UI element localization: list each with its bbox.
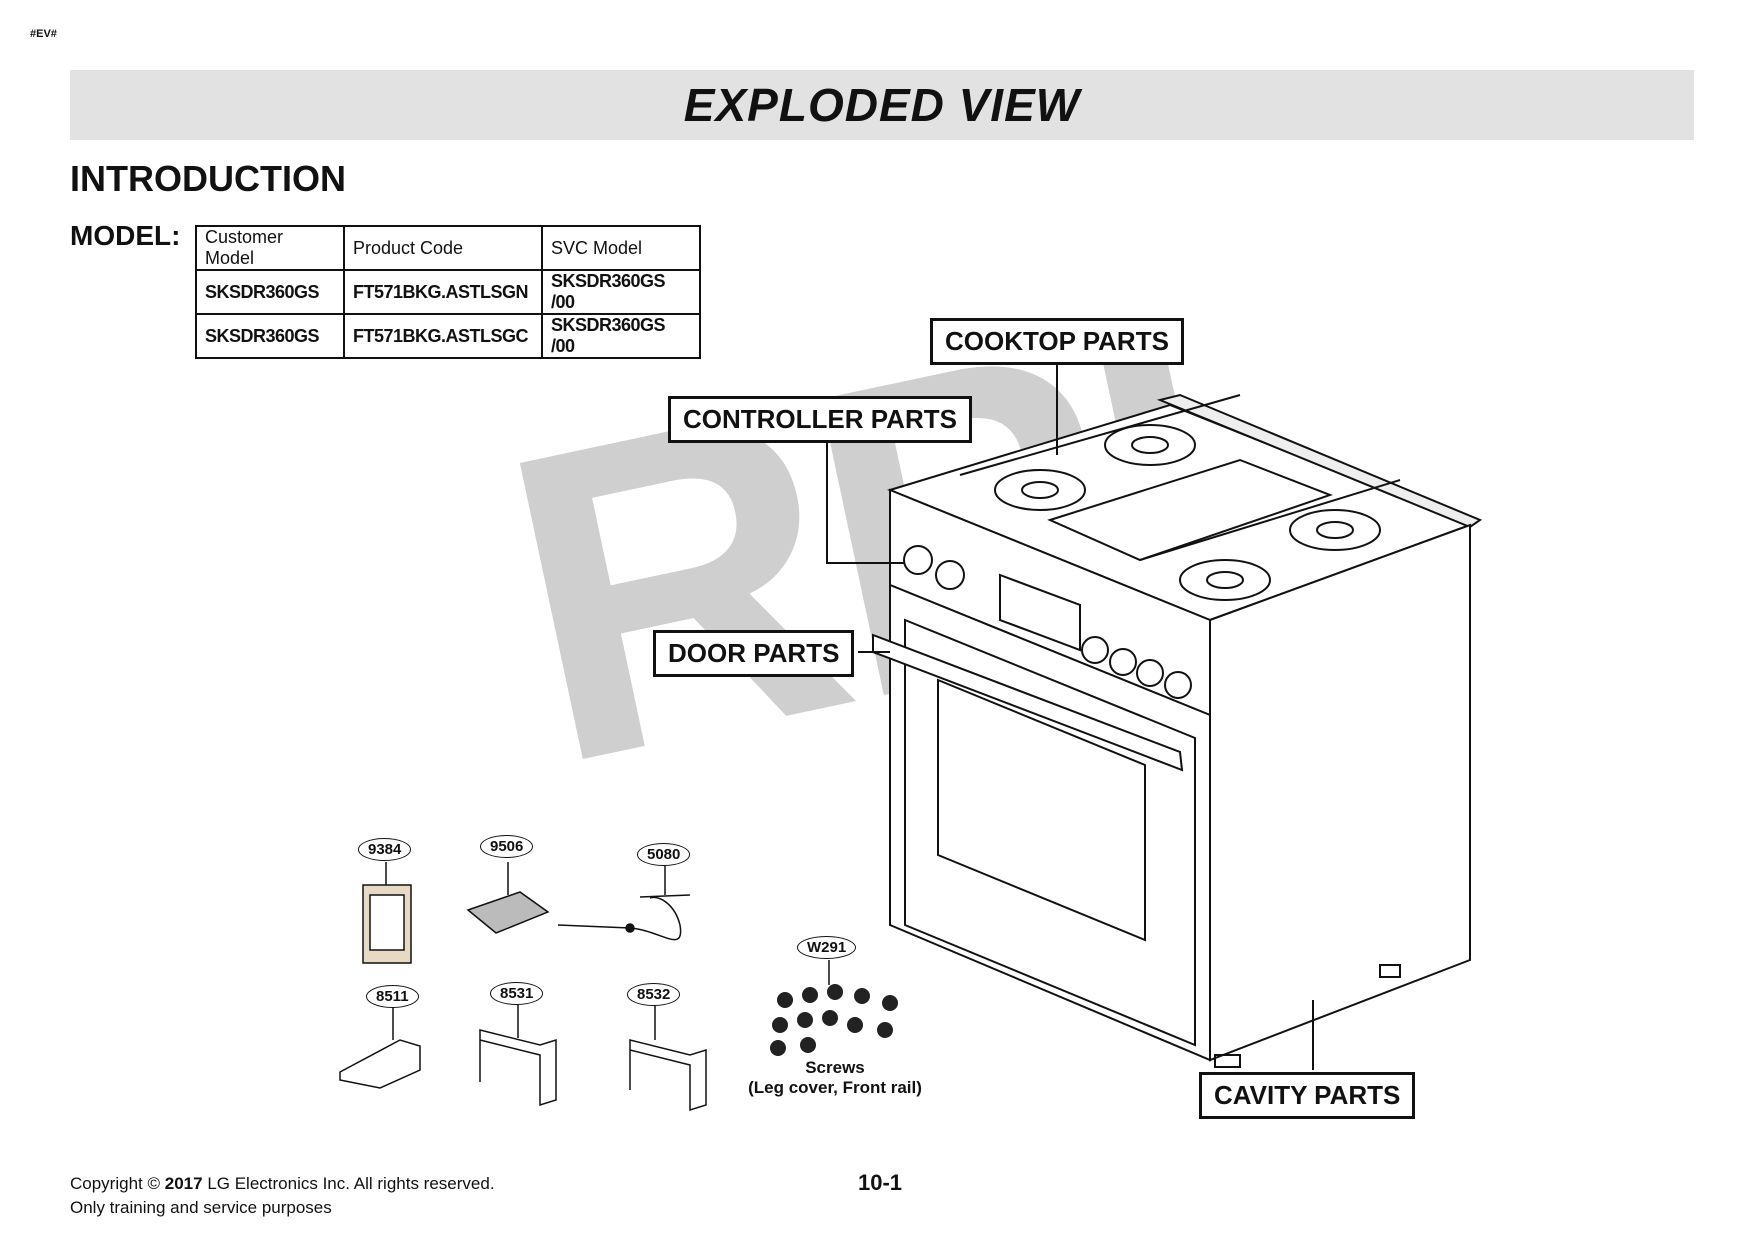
screws-caption: Screws (Leg cover, Front rail)	[730, 1058, 940, 1098]
footer: Copyright © 2017 LG Electronics Inc. All…	[70, 1172, 495, 1220]
table-row: SKSDR360GS FT571BKG.ASTLSGN SKSDR360GS /…	[195, 269, 701, 315]
header-product-code: Product Code	[343, 225, 543, 271]
cavity-parts-callout: CAVITY PARTS	[1199, 1072, 1416, 1119]
page-banner: EXPLODED VIEW	[70, 70, 1694, 140]
table-cell: SKSDR360GS	[195, 313, 345, 359]
model-table: Customer Model Product Code SVC Model SK…	[195, 225, 701, 359]
footer-line2: Only training and service purposes	[70, 1198, 332, 1217]
table-header-row: Customer Model Product Code SVC Model	[195, 225, 701, 271]
part-number-label: 9384	[358, 838, 412, 861]
model-label: MODEL:	[70, 220, 181, 251]
copyright-year: 2017	[164, 1174, 203, 1193]
header-svc-model: SVC Model	[541, 225, 701, 271]
screws-caption-line1: Screws	[805, 1058, 865, 1077]
table-cell: SKSDR360GS /00	[541, 313, 701, 359]
screws-caption-line2: (Leg cover, Front rail)	[748, 1078, 922, 1097]
controller-parts-callout: CONTROLLER PARTS	[668, 396, 972, 443]
copyright-prefix: Copyright ©	[70, 1174, 161, 1193]
table-cell: SKSDR360GS	[195, 269, 345, 315]
page-number: 10-1	[858, 1170, 903, 1195]
corner-mark: #EV#	[30, 28, 57, 40]
part-number-label: 8532	[627, 983, 681, 1006]
table-row: SKSDR360GS FT571BKG.ASTLSGC SKSDR360GS /…	[195, 313, 701, 359]
copyright-suffix: LG Electronics Inc. All rights reserved.	[207, 1174, 495, 1193]
part-number-label: 5080	[637, 843, 691, 866]
part-number-label: 9506	[480, 835, 534, 858]
table-cell: FT571BKG.ASTLSGC	[343, 313, 543, 359]
part-number-label: W291	[797, 936, 857, 959]
table-cell: FT571BKG.ASTLSGN	[343, 269, 543, 315]
part-number-label: 8531	[490, 982, 544, 1005]
header-customer-model: Customer Model	[195, 225, 345, 271]
copyright-line: Copyright © 2017 LG Electronics Inc. All…	[70, 1172, 495, 1196]
page-title: EXPLODED VIEW	[683, 79, 1081, 131]
cooktop-parts-callout: COOKTOP PARTS	[930, 318, 1184, 365]
intro-heading: INTRODUCTION	[70, 158, 346, 199]
table-cell: SKSDR360GS /00	[541, 269, 701, 315]
part-number-label: 8511	[366, 985, 419, 1008]
door-parts-callout: DOOR PARTS	[653, 630, 855, 677]
